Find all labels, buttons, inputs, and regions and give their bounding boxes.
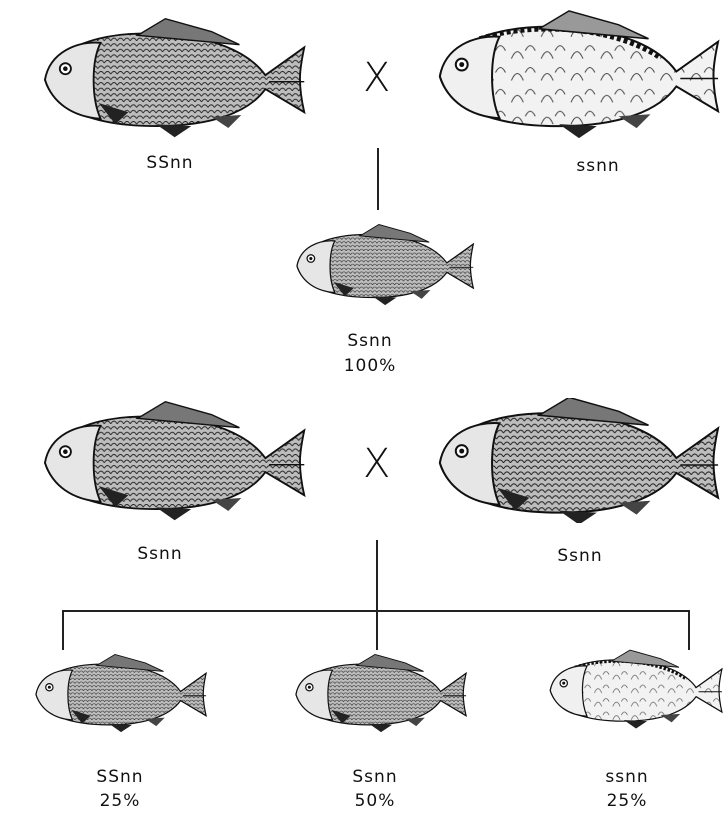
- f2-genotype-3: ssnn: [577, 766, 677, 788]
- parent-left-genotype: SSnn: [120, 152, 220, 174]
- connector-vertical-1: [377, 148, 379, 210]
- f2-genotype-2: Ssnn: [325, 766, 425, 788]
- parent-right-fish: [420, 8, 728, 140]
- f1-genotype: Ssnn: [310, 330, 430, 352]
- connector-drop-middle: [376, 610, 378, 650]
- connector-drop-right: [688, 610, 690, 650]
- parent-left-fish: [10, 15, 330, 140]
- cross-symbol: X: [363, 58, 390, 98]
- f2-percent-1: 25%: [70, 790, 170, 812]
- f2-fish-1: [18, 652, 218, 734]
- f2-genotype-1: SSnn: [70, 766, 170, 788]
- f2-fish-3: [538, 648, 728, 730]
- cross-symbol-2: X: [363, 444, 390, 484]
- connector-vertical-2: [376, 540, 378, 612]
- f2-percent-3: 25%: [577, 790, 677, 812]
- f1-cross-left-fish: [10, 398, 330, 523]
- f1-percent: 100%: [310, 355, 430, 377]
- f2-percent-2: 50%: [325, 790, 425, 812]
- connector-drop-left: [62, 610, 64, 650]
- f1-cross-right-fish: [420, 398, 728, 523]
- f1-cross-right-genotype: Ssnn: [530, 545, 630, 567]
- parent-right-genotype: ssnn: [548, 155, 648, 177]
- f2-fish-2: [278, 652, 478, 734]
- f1-cross-left-genotype: Ssnn: [110, 543, 210, 565]
- f1-fish: [282, 222, 482, 307]
